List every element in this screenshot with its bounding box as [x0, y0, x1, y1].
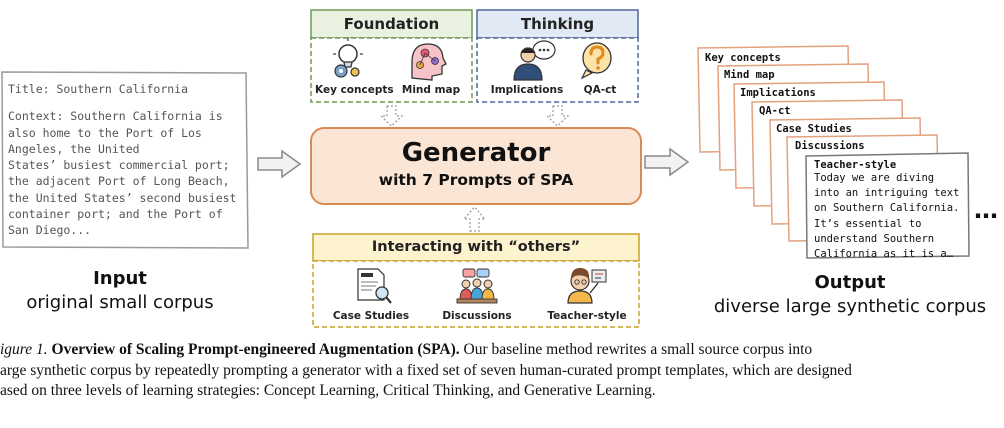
generator-subtitle: with 7 Prompts of SPA — [378, 171, 574, 189]
generator-title: Generator — [401, 138, 551, 168]
output-ellipsis: … — [974, 196, 998, 224]
input-title-line: Title: Southern California — [8, 82, 189, 96]
thinking-person-icon — [513, 40, 556, 81]
input-sublabel: original small corpus — [26, 292, 214, 313]
discussions-label: Discussions — [442, 310, 512, 322]
teacher-style-line: into an intriguing text — [814, 187, 960, 200]
key-concepts-label: Key concepts — [315, 84, 394, 96]
input-card: Title: Southern California Context: Sout… — [8, 81, 246, 239]
teacher-style-line: California as it is a… — [814, 248, 954, 261]
case-study-document-icon — [357, 268, 392, 304]
input-context-line: the United States’ second busiest — [8, 190, 237, 205]
generator-box — [310, 127, 642, 205]
caption-line-3: ased on three levels of learning strateg… — [0, 382, 656, 399]
arrow-foundation-to-generator — [379, 105, 404, 127]
lightbulb-gear-icon — [333, 38, 363, 78]
arrow-input-to-generator — [257, 149, 302, 179]
arrow-thinking-to-generator — [545, 105, 570, 127]
caption-line1-rest: Our baseline method rewrites a small sou… — [459, 341, 813, 358]
qa-ct-label: QA-ct — [583, 84, 617, 96]
foundation-header-box — [310, 9, 473, 39]
output-front-page — [805, 152, 970, 259]
teacher-style-line: Today we are diving — [814, 172, 935, 184]
input-context-line: container port; and the Port of — [8, 207, 223, 222]
question-mark-icon — [580, 42, 612, 80]
implications-label: Implications — [490, 84, 564, 96]
input-context-line: Angeles, the United — [8, 141, 140, 156]
input-context-line: San Diego... — [8, 223, 92, 238]
figure-caption: igure 1. Overview of Scaling Prompt-engi… — [0, 340, 1004, 402]
thinking-items-box — [476, 37, 639, 103]
output-page-label: QA-ct — [759, 105, 791, 117]
teacher-style-title: Teacher-style — [814, 159, 897, 171]
discussion-group-icon — [456, 268, 498, 304]
interacting-header: Interacting with “others” — [371, 239, 581, 255]
interacting-header-box — [312, 233, 640, 262]
output-page-label: Key concepts — [705, 52, 781, 64]
mind-map-label: Mind map — [401, 84, 461, 96]
case-studies-label: Case Studies — [332, 310, 410, 322]
thinking-header-box — [476, 9, 639, 39]
teacher-style-line: on Southern California. — [814, 202, 960, 215]
output-page-label: Mind map — [724, 69, 775, 81]
input-label: Input — [93, 268, 147, 289]
caption-figure-label: igure 1. — [0, 341, 48, 358]
foundation-header: Foundation — [343, 15, 440, 33]
teacher-style-line: understand Southern — [814, 232, 935, 245]
caption-bold-title: Overview of Scaling Prompt-engineered Au… — [51, 341, 460, 358]
caption-line-1: igure 1. Overview of Scaling Prompt-engi… — [0, 340, 1004, 361]
output-sublabel: diverse large synthetic corpus — [713, 296, 987, 317]
output-front-content: Teacher-style Today we are diving into a… — [814, 159, 966, 262]
input-card-border — [1, 71, 249, 249]
input-context-line: States’ busiest commercial port; — [8, 158, 230, 173]
thinking-header: Thinking — [520, 15, 595, 33]
output-page-label: Discussions — [795, 140, 865, 152]
output-page-label: Case Studies — [776, 123, 852, 135]
caption-line-2: arge synthetic corpus by repeatedly prom… — [0, 361, 852, 379]
teacher-style-label: Teacher-style — [547, 310, 627, 322]
teacher-icon — [567, 268, 607, 304]
input-context-line: the adjacent Port of Long Beach, — [8, 174, 230, 189]
output-page-label: Implications — [740, 87, 816, 99]
mind-map-icon — [411, 43, 447, 81]
output-label: Output — [814, 272, 886, 293]
arrow-generator-to-output — [644, 147, 690, 177]
input-context-line: Context: Southern California is — [8, 109, 223, 124]
teacher-style-line: It’s essential to — [814, 217, 922, 230]
arrow-interacting-to-generator — [462, 206, 487, 232]
input-context-line: also home to the Port of Los — [8, 125, 202, 140]
